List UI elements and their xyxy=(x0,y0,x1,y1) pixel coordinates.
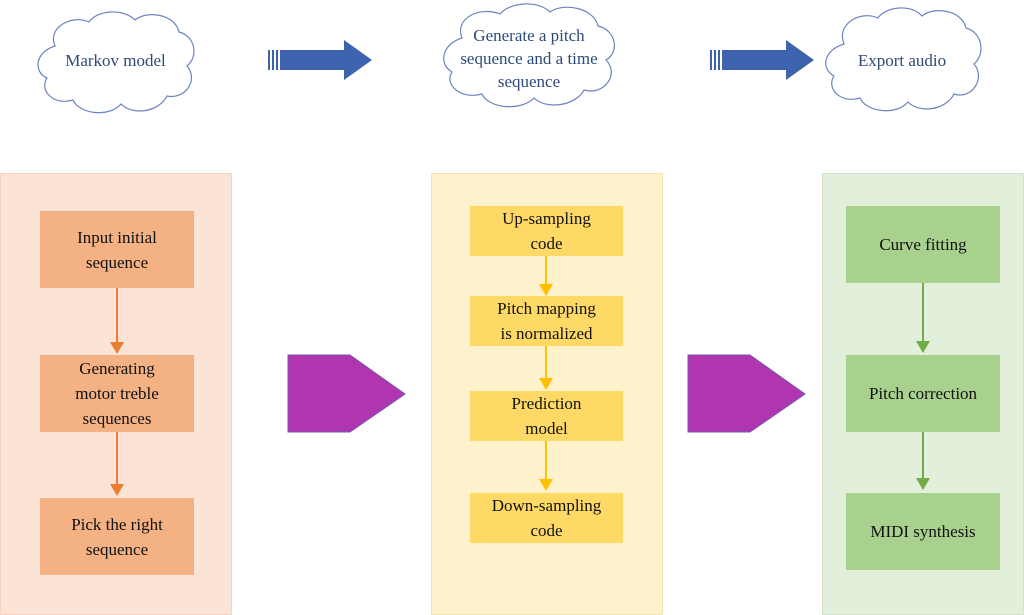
step-line: sequence xyxy=(85,539,149,559)
orange-arrowhead xyxy=(110,342,124,354)
cloud-markov-label: Markov model xyxy=(65,50,166,70)
yellow-arrowhead xyxy=(539,378,553,390)
step-line: Up-sampling xyxy=(502,209,591,228)
step-line: Pitch mapping xyxy=(497,299,596,318)
magenta-arrow-1 xyxy=(287,354,406,433)
step-line: motor treble xyxy=(75,384,159,403)
step-line: model xyxy=(525,419,568,438)
cloud-export xyxy=(825,7,982,112)
step-line: Pitch correction xyxy=(868,384,978,403)
green-connector xyxy=(922,283,924,343)
step-up-sampling-code: Up-sampling code xyxy=(470,206,623,256)
cloud-export-label: Export audio xyxy=(857,50,947,70)
green-connector xyxy=(922,432,924,480)
step-pitch-mapping: Pitch mapping is normalized xyxy=(470,296,623,346)
step-line: Generating xyxy=(79,359,155,378)
cloud-generate-line: sequence xyxy=(497,71,561,91)
blue-arrow-2 xyxy=(710,40,814,80)
yellow-connector xyxy=(545,256,547,286)
cloud-generate-line: sequence and a time xyxy=(460,48,598,68)
step-pick-right-sequence: Pick the right sequence xyxy=(40,498,194,575)
yellow-arrowhead xyxy=(539,479,553,491)
orange-connector xyxy=(116,288,118,344)
step-line: Prediction xyxy=(511,394,582,413)
yellow-connector xyxy=(545,346,547,380)
green-arrowhead xyxy=(916,478,930,490)
step-line: code xyxy=(530,521,563,540)
cloud-markov xyxy=(37,11,195,114)
cloud-generate xyxy=(443,3,615,108)
step-line: sequence xyxy=(85,252,149,272)
step-line: Curve fitting xyxy=(879,235,967,254)
step-line: Down-sampling xyxy=(491,496,602,515)
orange-arrowhead xyxy=(110,484,124,496)
blue-arrow-1 xyxy=(268,40,372,80)
step-curve-fitting: Curve fitting xyxy=(846,206,1000,283)
step-down-sampling-code: Down-sampling code xyxy=(470,493,623,543)
yellow-arrowhead xyxy=(539,284,553,296)
cloud-generate-line: Generate a pitch xyxy=(473,25,585,45)
step-line: sequences xyxy=(82,409,152,428)
step-generating-motor-treble: Generating motor treble sequences xyxy=(40,355,194,432)
cloud-generate-label: Generate a pitch sequence and a time seq… xyxy=(438,18,620,98)
step-input-initial-sequence: Input initial sequence xyxy=(40,211,194,288)
step-midi-synthesis: MIDI synthesis xyxy=(846,493,1000,570)
step-line: MIDI synthesis xyxy=(870,522,976,541)
step-line: Input initial xyxy=(77,227,157,247)
yellow-connector xyxy=(545,441,547,481)
step-pitch-correction: Pitch correction xyxy=(846,355,1000,432)
orange-connector xyxy=(116,432,118,486)
step-line: Pick the right xyxy=(71,514,163,534)
green-arrowhead xyxy=(916,341,930,353)
step-line: code xyxy=(530,234,563,253)
step-line: is normalized xyxy=(500,324,593,343)
step-prediction-model: Prediction model xyxy=(470,391,623,441)
magenta-arrow-2 xyxy=(687,354,806,433)
